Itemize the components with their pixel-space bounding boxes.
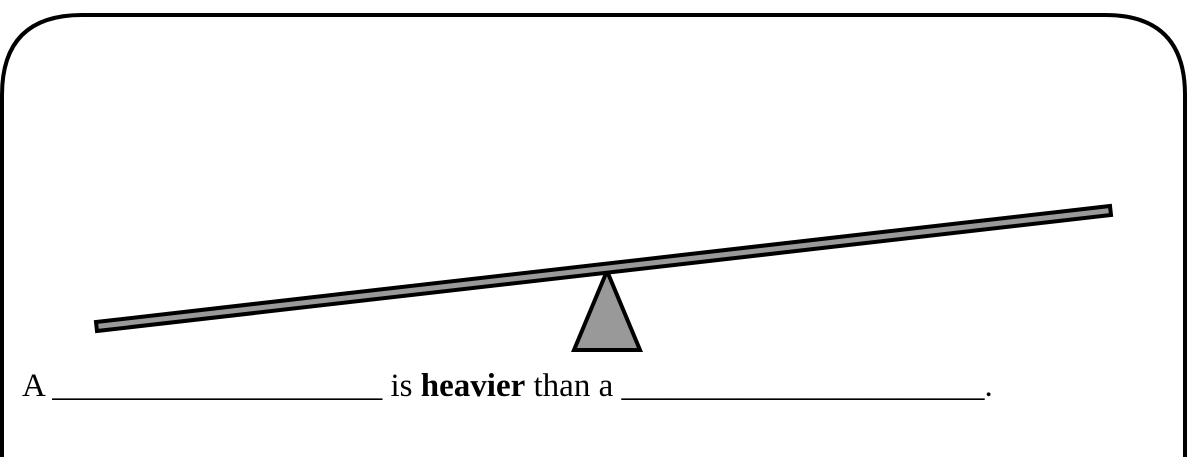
fill-in-sentence: A ____________________ is heavier than a… [22,366,993,406]
sentence-emphasis: heavier [420,368,526,404]
sentence-suffix: than a [533,368,614,404]
seesaw-beam [93,203,1114,334]
sentence-middle: is [390,368,413,404]
sentence-prefix: A [22,368,45,404]
card-frame [0,13,1187,457]
sentence-end: . [984,368,993,404]
seesaw-fulcrum [570,265,644,352]
answer-blank-2[interactable]: ______________________ [621,368,985,404]
answer-blank-1[interactable]: ____________________ [52,368,383,404]
